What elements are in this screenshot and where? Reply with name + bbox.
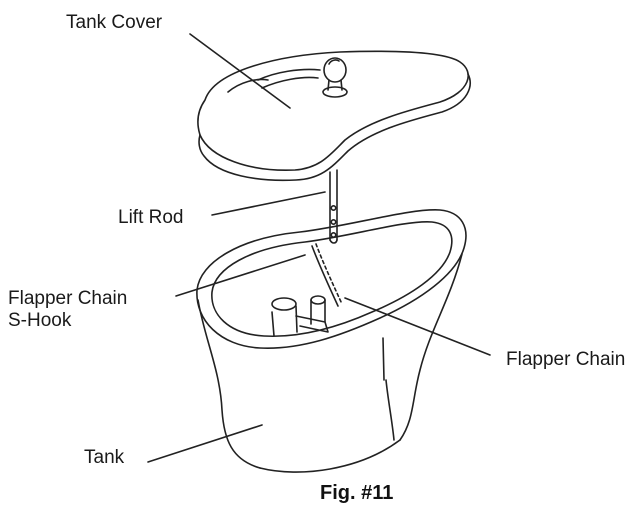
tank-seam [382, 337, 395, 441]
figure-caption: Fig. #11 [320, 482, 394, 504]
lift-rod-label: Lift Rod [118, 207, 184, 228]
flapper-chain-s-hook-label: Flapper Chain S-Hook [8, 288, 127, 332]
fill-valve-top [310, 295, 326, 305]
lift-rod-bottom [329, 239, 338, 244]
fill-valve-body [310, 299, 326, 325]
tank-cover-edge [198, 73, 471, 182]
lift-rod-shaft [329, 169, 338, 241]
flapper-chain-s-hook-line1: Flapper Chain [8, 288, 128, 309]
tank-cover-ridge [227, 78, 269, 93]
tank-cover-top [197, 50, 469, 171]
lift-rod-part [329, 169, 338, 244]
flush-arm [295, 315, 329, 333]
tank-bottom [259, 439, 401, 473]
lid-knob-base [322, 86, 348, 98]
lift-rod-leader [211, 191, 326, 216]
tank-rim-outer [196, 209, 467, 349]
tank-rim-inner [211, 221, 453, 338]
tank-cover-label: Tank Cover [66, 12, 163, 33]
tank-leader [147, 424, 263, 463]
flapper-chain-s-hook-line2: S-Hook [8, 310, 72, 331]
s-hook-leader [175, 254, 306, 297]
tank-label: Tank [84, 447, 125, 468]
flapper-chain-label: Flapper Chain [506, 349, 626, 370]
tank-wall-right [399, 253, 463, 441]
tank-cover-leader [189, 33, 291, 109]
tank-part [196, 209, 467, 473]
tank-cover-groove-inner [261, 76, 319, 89]
tank-cover-part [197, 50, 471, 182]
flapper-chain-leader [344, 297, 491, 356]
tank-cover-groove [257, 68, 321, 81]
lid-knob-shade [328, 59, 340, 65]
lid-knob-stem [327, 79, 343, 91]
overflow-pipe [271, 305, 298, 337]
flapper-chain-links [311, 245, 339, 307]
lid-knob-top [323, 57, 347, 83]
tank-wall-left [197, 299, 261, 469]
overflow-pipe-top [271, 297, 297, 311]
flapper-chain-links-2 [315, 243, 343, 305]
lift-rod-hole-1 [330, 205, 337, 212]
lift-rod-hole-2 [330, 219, 337, 226]
